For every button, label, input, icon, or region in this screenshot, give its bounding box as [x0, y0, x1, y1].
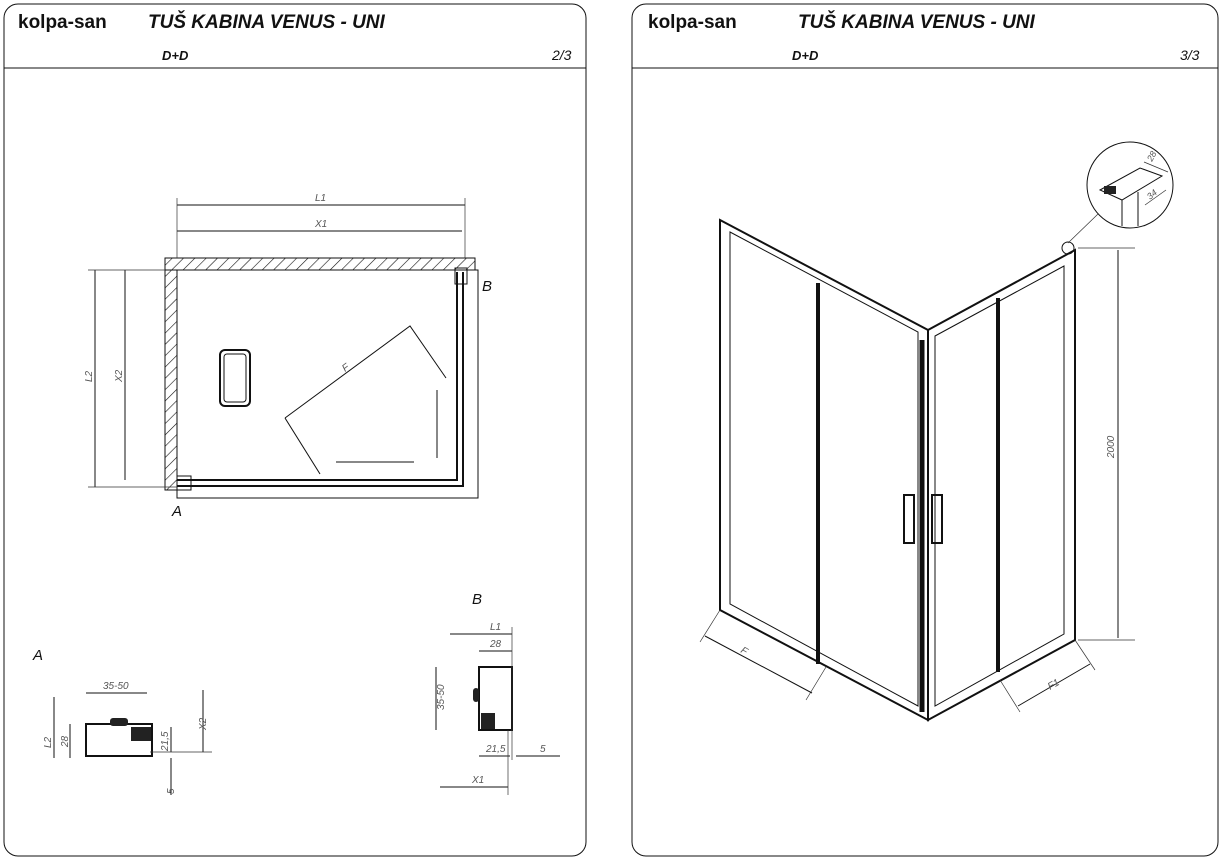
sheet-border — [3, 3, 587, 857]
callout-a: A — [171, 503, 182, 520]
handle-left — [903, 494, 915, 544]
dim-b-35-50: 35-50 — [436, 684, 447, 710]
dim-a-28: 28 — [60, 735, 71, 748]
drain — [219, 349, 251, 407]
ext — [999, 679, 1021, 713]
page-number: 2/3 — [551, 47, 572, 63]
page-number: 3/3 — [1180, 47, 1200, 63]
plan-view: F L1 X1 L2 X2 B A — [84, 193, 492, 520]
ext — [699, 609, 721, 643]
dim-b-5: 5 — [540, 744, 546, 755]
sheet-title: TUŠ KABINA VENUS - UNI — [148, 11, 386, 33]
dim-f: F — [340, 361, 352, 374]
logo-text: kolpa-san — [18, 12, 107, 33]
ext — [805, 666, 827, 701]
logo-text: kolpa-san — [648, 12, 737, 33]
detail-b: B L1 28 35-50 21,5 5 X1 — [435, 591, 560, 795]
callout-b: B — [482, 278, 492, 295]
leader-line — [1067, 213, 1099, 244]
glass-outline — [177, 272, 458, 481]
profile-a-screw — [110, 718, 128, 726]
detail-marker — [1061, 241, 1075, 255]
dim-b-21-5: 21,5 — [485, 744, 506, 755]
f-dim-ext — [284, 417, 321, 475]
dim-b-l1: L1 — [490, 622, 501, 633]
dim-b-x1: X1 — [471, 775, 484, 786]
dim-b-28: 28 — [489, 639, 502, 650]
dim-profile-34: 34 — [1145, 187, 1159, 201]
left-panel — [719, 218, 929, 722]
isometric-view: 2000 F F1 28 34 — [699, 141, 1174, 722]
logo: kolpa-san — [18, 12, 107, 33]
left-panel-inner — [729, 231, 919, 707]
dim-l2: L2 — [84, 370, 95, 382]
tray-outline — [176, 269, 479, 499]
drain-inner — [223, 353, 247, 403]
dim-a-x2: X2 — [198, 717, 209, 731]
right-panel-inner — [934, 265, 1065, 707]
dim-a-21-5: 21,5 — [160, 731, 171, 752]
dim-line — [704, 635, 813, 694]
dim-line — [1017, 663, 1091, 707]
detail-a-title: A — [32, 647, 43, 664]
dim-a-35-50: 35-50 — [103, 681, 129, 692]
dim-a-5: 5 — [166, 788, 177, 794]
profile-seal — [1104, 186, 1116, 194]
sheet-border — [631, 3, 1219, 857]
sheet-page-3: kolpa-san TUŠ KABINA VENUS - UNI D+D 3/3… — [631, 3, 1219, 857]
detail-a: A 35-50 28 L2 21,5 X2 5 — [32, 647, 212, 795]
dim-profile-28: 28 — [1144, 149, 1158, 163]
profile-a-seal — [131, 727, 151, 741]
right-panel — [927, 248, 1076, 722]
glass-outline-outer — [177, 272, 464, 487]
detail-b-title: B — [472, 591, 482, 608]
handle-right — [931, 494, 943, 544]
profile-b-seal — [481, 713, 495, 729]
dim-height: 2000 — [1106, 435, 1117, 459]
dim-line — [1143, 161, 1169, 173]
dim-x2: X2 — [114, 369, 125, 383]
profile-b-knob — [473, 688, 479, 702]
sheet-subtitle: D+D — [792, 48, 819, 63]
dim-f1: F1 — [1046, 677, 1062, 692]
profile-detail — [1086, 141, 1174, 229]
dim-x1: X1 — [314, 219, 327, 230]
sheet-page-2: kolpa-san TUŠ KABINA VENUS - UNI D+D 2/3… — [3, 3, 587, 857]
f-dim — [284, 325, 447, 419]
dim-l1: L1 — [315, 193, 326, 204]
profile-top — [1098, 167, 1164, 201]
dim-a-l2: L2 — [43, 736, 54, 748]
dim-f: F — [739, 645, 751, 658]
dim-line — [1144, 189, 1167, 206]
ext — [1074, 639, 1096, 671]
corner-b — [454, 267, 468, 285]
sheet-subtitle: D+D — [162, 48, 189, 63]
wall-top — [164, 257, 476, 271]
sheet-title: TUŠ KABINA VENUS - UNI — [798, 11, 1036, 33]
wall-left — [164, 269, 178, 491]
corner-a — [176, 475, 192, 491]
